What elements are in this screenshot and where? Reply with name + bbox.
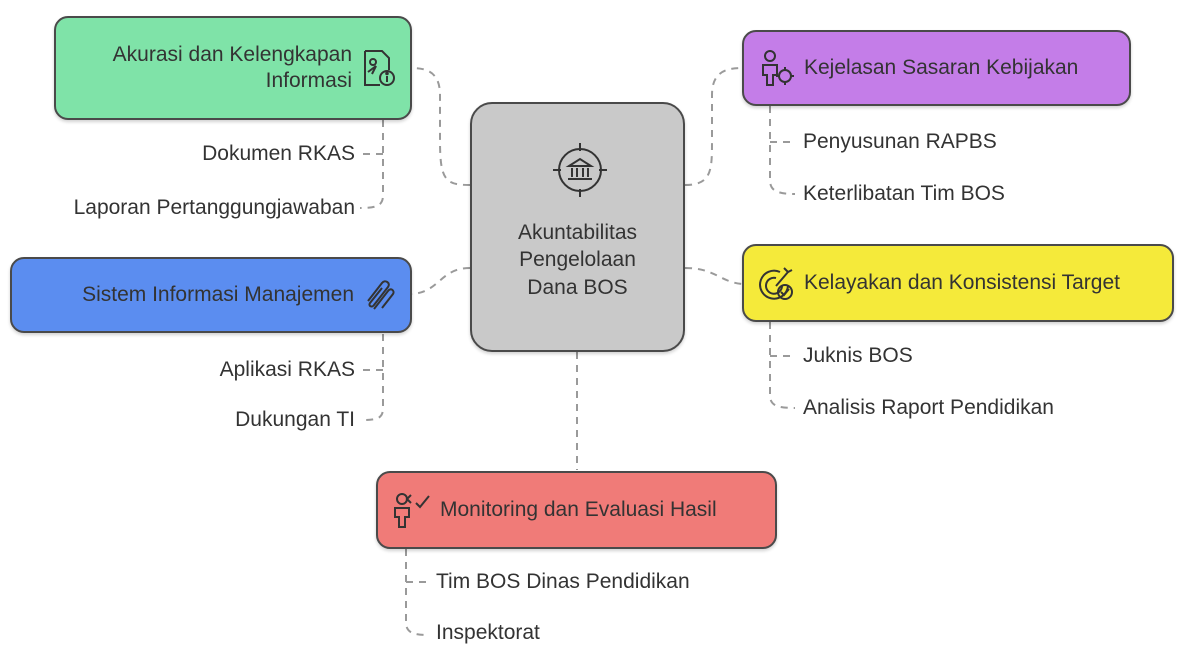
document-info-icon bbox=[362, 48, 396, 88]
paperclips-icon bbox=[362, 277, 396, 313]
leaf-tim-bos-dinas-pendidikan: Tim BOS Dinas Pendidikan bbox=[436, 570, 690, 593]
leaf-dokumen-rkas: Dokumen RKAS bbox=[202, 142, 355, 165]
central-title-line: Akuntabilitas bbox=[517, 221, 638, 244]
branch-akurasi-title: Akurasi dan Kelengkapan Informasi bbox=[113, 42, 352, 95]
central-topic-title: Akuntabilitas Pengelolaan Dana BOS bbox=[472, 219, 683, 301]
branch-kelayakan-title: Kelayakan dan Konsistensi Target bbox=[804, 270, 1120, 294]
target-check-icon bbox=[758, 264, 794, 302]
branch-kelayakan-box: Kelayakan dan Konsistensi Target bbox=[742, 244, 1174, 322]
branch-monitoring-box: Monitoring dan Evaluasi Hasil bbox=[376, 471, 777, 549]
leaf-penyusunan-rapbs: Penyusunan RAPBS bbox=[803, 130, 997, 153]
branch-akurasi-box: Akurasi dan Kelengkapan Informasi bbox=[54, 16, 412, 120]
central-title-line: Dana BOS bbox=[527, 275, 628, 299]
branch-sistem-box: Sistem Informasi Manajemen bbox=[10, 257, 412, 333]
branch-monitoring-title: Monitoring dan Evaluasi Hasil bbox=[440, 497, 717, 521]
leaf-laporan-pertanggungjawaban: Laporan Pertanggungjawaban bbox=[73, 196, 355, 219]
central-title-line: Pengelolaan bbox=[519, 248, 636, 272]
leaf-keterlibatan-tim-bos: Keterlibatan Tim BOS bbox=[803, 182, 1005, 205]
branch-title-line: Informasi bbox=[265, 69, 352, 92]
leaf-dukungan-ti: Dukungan TI bbox=[235, 408, 355, 431]
leaf-juknis-bos: Juknis BOS bbox=[803, 344, 913, 367]
person-check-icon bbox=[392, 491, 432, 529]
leaf-analisis-raport-pendidikan: Analisis Raport Pendidikan bbox=[803, 396, 1054, 419]
branch-kejelasan-title: Kejelasan Sasaran Kebijakan bbox=[804, 55, 1079, 79]
leaf-inspektorat: Inspektorat bbox=[436, 621, 540, 644]
branch-kejelasan-box: Kejelasan Sasaran Kebijakan bbox=[742, 30, 1131, 106]
bank-target-icon bbox=[552, 142, 608, 203]
branch-sistem-title: Sistem Informasi Manajemen bbox=[82, 282, 354, 306]
central-topic-box: Akuntabilitas Pengelolaan Dana BOS bbox=[470, 102, 685, 352]
person-target-icon bbox=[760, 49, 794, 87]
leaf-aplikasi-rkas: Aplikasi RKAS bbox=[219, 358, 355, 381]
branch-title-line: Akurasi dan Kelengkapan bbox=[112, 42, 352, 66]
